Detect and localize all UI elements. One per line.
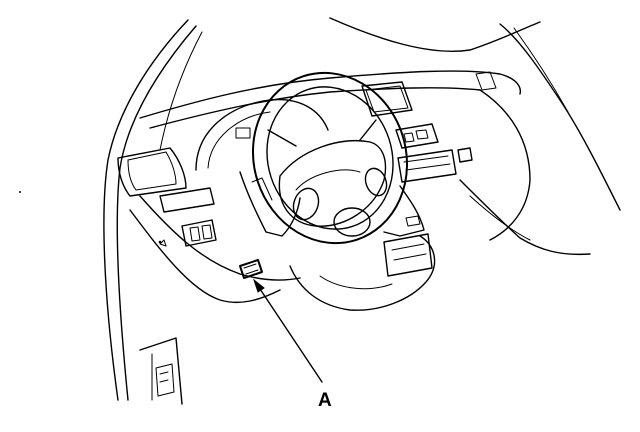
door-panel: [139, 337, 183, 405]
steering-wheel: [251, 71, 409, 245]
component-a: [239, 259, 263, 279]
right-dash: [459, 89, 591, 256]
dashboard-top: [139, 70, 522, 129]
speck-marks: [19, 191, 162, 244]
callout-leader-line: [252, 278, 323, 383]
lower-console: [289, 233, 436, 311]
windshield-frame: [329, 17, 621, 211]
center-stack: [361, 81, 473, 237]
instrument-cluster-hood: [195, 98, 329, 171]
callout-label-a: A: [318, 390, 332, 411]
steering-column: [239, 171, 301, 237]
left-dash: [117, 147, 301, 304]
